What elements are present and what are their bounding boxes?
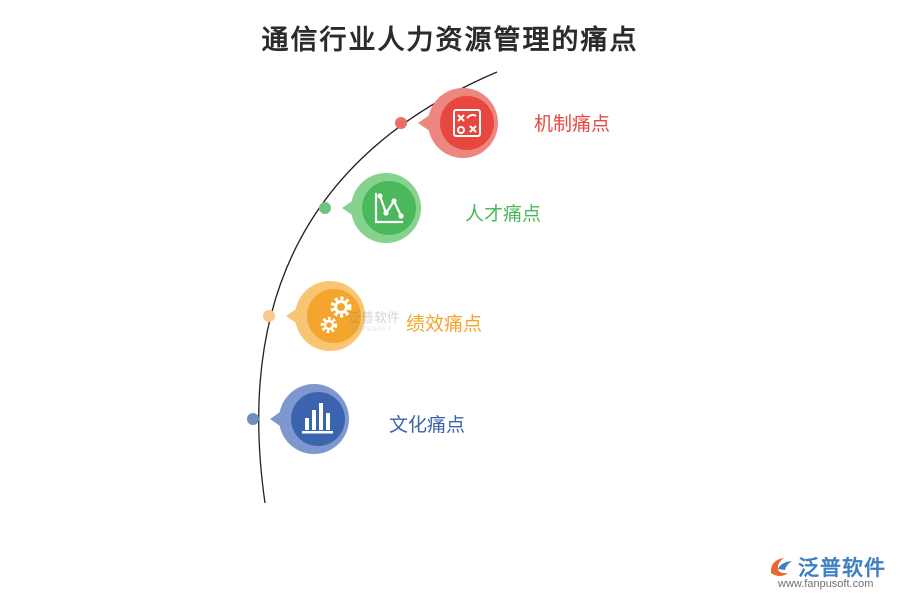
watermark-text: 泛普软件 (348, 311, 401, 326)
item-label-1: 机制痛点 (534, 113, 611, 135)
item-label-4: 文化痛点 (389, 414, 466, 436)
brand-logo: 泛普软件 (768, 552, 886, 582)
brand-url: www.fanpusoft.com (778, 578, 874, 590)
item-3 (263, 281, 365, 351)
page-title: 通信行业人力资源管理的痛点 (261, 25, 639, 56)
gears-icon (320, 296, 352, 334)
timeline-dot (263, 310, 275, 322)
item-label-2: 人才痛点 (465, 203, 542, 225)
strategy-board-icon (453, 109, 481, 137)
timeline-dot (395, 117, 407, 129)
bar-chart-icon (302, 403, 333, 434)
item-2 (319, 173, 421, 243)
timeline-dot (247, 413, 259, 425)
pin-inner (440, 96, 494, 150)
pin-inner (307, 289, 361, 343)
item-4 (247, 384, 349, 454)
timeline-dot (319, 202, 331, 214)
watermark-sub: FANPUSOFT (348, 326, 393, 333)
item-1 (395, 88, 498, 158)
line-chart-icon (374, 193, 403, 224)
item-label-3: 绩效痛点 (406, 313, 483, 335)
watermark: 泛普软件 FANPUSOFT (348, 311, 401, 334)
pin-inner (291, 392, 345, 446)
brand-name: 泛普软件 (798, 556, 886, 580)
brand-icon (770, 558, 792, 576)
